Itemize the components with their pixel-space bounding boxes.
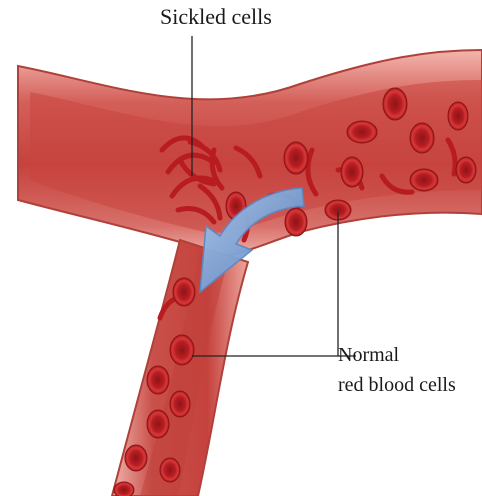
red-blood-cell bbox=[160, 458, 180, 482]
red-blood-cell bbox=[448, 102, 468, 130]
normal-label-line-2: red blood cells bbox=[338, 370, 456, 400]
red-blood-cell bbox=[341, 157, 363, 187]
normal-label-line-1: Normal bbox=[338, 340, 456, 370]
red-blood-cell bbox=[456, 157, 476, 183]
red-blood-cell bbox=[147, 366, 169, 394]
red-blood-cell bbox=[147, 410, 169, 438]
red-blood-cell bbox=[410, 123, 434, 153]
red-blood-cell bbox=[410, 169, 438, 191]
red-blood-cell bbox=[285, 208, 307, 236]
red-blood-cell bbox=[125, 445, 147, 471]
red-blood-cell bbox=[284, 142, 308, 174]
red-blood-cell bbox=[170, 391, 190, 417]
normal-leader-line bbox=[338, 212, 356, 356]
red-blood-cell bbox=[170, 335, 194, 365]
normal-red-blood-cells-label: Normal red blood cells bbox=[338, 340, 456, 400]
red-blood-cell bbox=[173, 278, 195, 306]
red-blood-cell bbox=[347, 121, 377, 143]
sickled-cells-label: Sickled cells bbox=[160, 4, 272, 30]
red-blood-cell bbox=[114, 482, 134, 496]
red-blood-cell bbox=[383, 88, 407, 120]
